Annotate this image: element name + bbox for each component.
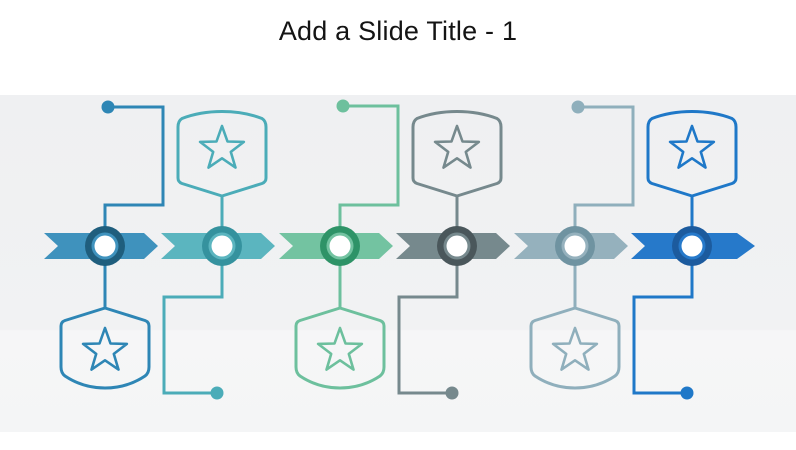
star-icon <box>433 124 481 169</box>
connector-line-2[interactable] <box>162 196 224 395</box>
slide-title[interactable]: Add a Slide Title - 1 <box>278 16 518 46</box>
connector-line-4[interactable] <box>397 196 459 395</box>
milestone-circle-5[interactable] <box>555 226 595 266</box>
connector-line-3[interactable] <box>338 104 400 308</box>
milestone-circle-4[interactable] <box>437 226 477 266</box>
star-icon <box>316 326 364 371</box>
endpoint-dot-3[interactable] <box>336 99 350 113</box>
connector-line-1[interactable] <box>103 105 165 308</box>
milestone-circle-2[interactable] <box>202 226 242 266</box>
badge-shield-3[interactable] <box>294 306 386 390</box>
star-icon <box>668 124 716 169</box>
circle-center <box>94 235 116 257</box>
milestone-circle-1[interactable] <box>85 226 125 266</box>
star-icon <box>551 326 599 371</box>
timeline-band <box>44 233 755 259</box>
circle-center <box>211 235 233 257</box>
endpoint-dot-6[interactable] <box>680 386 694 400</box>
endpoint-dot-1[interactable] <box>101 100 115 114</box>
circle-center <box>329 235 351 257</box>
star-icon <box>81 326 129 371</box>
badge-shield-4[interactable] <box>411 110 503 198</box>
endpoint-dot-4[interactable] <box>445 386 459 400</box>
circle-center <box>564 235 586 257</box>
endpoint-dot-2[interactable] <box>210 386 224 400</box>
badge-shield-2[interactable] <box>176 110 268 198</box>
milestone-circle-3[interactable] <box>320 226 360 266</box>
circle-center <box>681 235 703 257</box>
circle-center <box>446 235 468 257</box>
milestone-circle-6[interactable] <box>672 226 712 266</box>
badge-shield-1[interactable] <box>59 306 151 390</box>
connector-line-5[interactable] <box>573 105 635 308</box>
badge-shield-6[interactable] <box>646 110 738 198</box>
badge-shield-5[interactable] <box>529 306 621 390</box>
endpoint-dot-5[interactable] <box>571 100 585 114</box>
connector-line-6[interactable] <box>632 196 694 395</box>
star-icon <box>198 124 246 169</box>
